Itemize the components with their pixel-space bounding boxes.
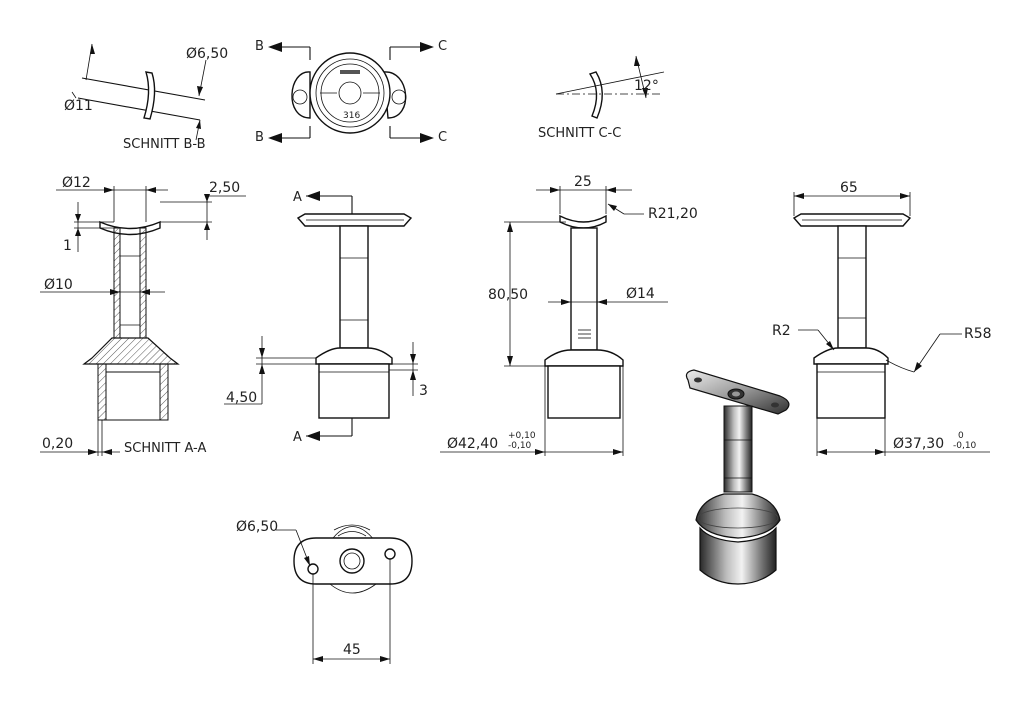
dim-r-58: R58 <box>964 326 992 342</box>
dim-3: 3 <box>419 383 428 399</box>
arrow-label-a-bottom: A <box>293 430 302 445</box>
front-view-a: A A 4,50 3 <box>224 190 428 445</box>
dim-phi-11: Ø11 <box>64 98 93 114</box>
dim-phi-6-50-bottom: Ø6,50 <box>236 519 278 535</box>
dim-1: 1 <box>63 238 72 254</box>
dim-80-50: 80,50 <box>488 287 528 303</box>
dim-phi-14: Ø14 <box>626 286 655 302</box>
dim-65: 65 <box>840 180 858 196</box>
label-section-aa: SCHNITT A-A <box>124 441 206 456</box>
arrow-label-a-top: A <box>293 190 302 205</box>
tol-phi-37-upper: 0 <box>958 431 964 441</box>
label-section-bb: SCHNITT B-B <box>123 137 206 152</box>
arrow-label-b-top: B <box>255 39 264 54</box>
dim-25: 25 <box>574 174 592 190</box>
dim-r-2: R2 <box>772 323 791 339</box>
arrow-label-c-bottom: C <box>438 130 447 145</box>
dim-4-50: 4,50 <box>226 390 257 406</box>
tol-phi-42-upper: +0,10 <box>508 431 536 441</box>
dim-angle-12: 12° <box>634 78 659 94</box>
dim-phi-12: Ø12 <box>62 175 91 191</box>
dim-phi-37-30: Ø37,30 <box>893 436 944 452</box>
tol-phi-42-lower: -0,10 <box>508 441 532 451</box>
stamp-code: 316 <box>343 111 360 121</box>
dim-phi-42-40: Ø42,40 <box>447 436 498 452</box>
tol-phi-37-lower: -0,10 <box>953 441 977 451</box>
side-view: 25 R21,20 80,50 Ø14 Ø42,40 +0,10 -0,10 <box>440 174 698 456</box>
dim-2-50: 2,50 <box>209 180 240 196</box>
top-view-flange: 316 B B C C <box>255 39 447 145</box>
right-view: 65 R2 R58 Ø37,30 0 -0,10 <box>772 180 992 456</box>
dim-r-21-20: R21,20 <box>648 206 698 222</box>
section-bb-view: Ø6,50 Ø11 SCHNITT B-B <box>64 43 228 152</box>
dim-0-20: 0,20 <box>42 436 73 452</box>
dim-phi-6-50-top: Ø6,50 <box>186 46 228 62</box>
section-cc-view: 12° SCHNITT C-C <box>538 55 665 141</box>
isometric-render <box>685 369 790 585</box>
arrow-label-b-bottom: B <box>255 130 264 145</box>
dim-45: 45 <box>343 642 361 658</box>
dim-phi-10: Ø10 <box>44 277 73 293</box>
section-aa-view: Ø12 2,50 1 Ø10 0,20 SCHNITT A-A <box>40 175 246 456</box>
arrow-label-c-top: C <box>438 39 447 54</box>
bottom-view: Ø6,50 45 <box>236 519 413 664</box>
label-section-cc: SCHNITT C-C <box>538 126 621 141</box>
